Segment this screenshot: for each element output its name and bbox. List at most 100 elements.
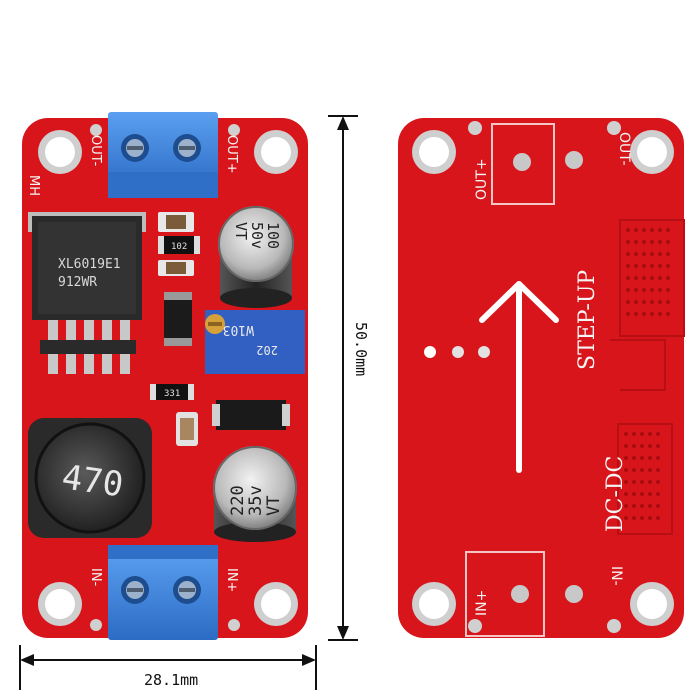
smd-chip [216,400,286,430]
via-dot [648,432,652,436]
via-dot [640,480,644,484]
via-dot [634,252,638,256]
via-dot [632,432,636,436]
back-label-out-minus: OUT- [616,132,632,166]
via-dot [656,444,660,448]
via-dot [648,444,652,448]
back-label-in-plus: IN+ [474,590,490,616]
via-dot [634,276,638,280]
via-dot [650,288,654,292]
via-dot [666,264,670,268]
via-dot [650,276,654,280]
via-dot [634,264,638,268]
via-dot [656,516,660,520]
back-label-step-up: STEP-UP [575,270,600,370]
back-mounting-holes [412,130,674,626]
via-dot [648,480,652,484]
via-dot [666,252,670,256]
via-dot [656,492,660,496]
schottky-diode [164,292,192,346]
back-board: OUT+ OUT- IN+ IN- STEP-UP DC-DC [398,118,685,638]
via-dot [640,468,644,472]
via-dot [666,240,670,244]
via-dot [626,240,630,244]
ic-marking-line2: 912WR [58,275,97,290]
width-dimension-label: 28.1mm [144,671,198,689]
ic-marking-line1: XL6019E1 [58,257,121,272]
via-dot [666,228,670,232]
via-dot [632,492,636,496]
via-dot [624,468,628,472]
cap-bottom-value: 220 [228,485,248,516]
arrow-up-icon [479,281,559,473]
front-label-mh: MH [26,175,41,196]
via-dot [626,264,630,268]
via-dot [656,456,660,460]
via-dot [666,312,670,316]
cap-bottom-voltage: 35v [246,485,266,516]
via-dot [650,228,654,232]
via-dot [634,312,638,316]
via-dot [642,252,646,256]
via-dot [650,240,654,244]
front-label-in-plus: IN+ [224,568,239,592]
via-dot [626,276,630,280]
back-via-grid-bottom [617,423,673,535]
via-dot [658,312,662,316]
resistor-102 [158,236,200,254]
via-dot [632,504,636,508]
via-dot [648,492,652,496]
cap-top-value: 100 [264,222,282,249]
via-dot [626,300,630,304]
trimmer-potentiometer: W103 202 [205,310,305,374]
cap-bottom-brand: VT [264,496,284,516]
via-dot [650,312,654,316]
capacitor-220uf: 220 35v VT [213,446,297,542]
back-via-grid-top [619,219,685,337]
via-dot [634,288,638,292]
via-dot [648,468,652,472]
front-label-out-plus: OUT+ [224,135,239,174]
input-terminal-block [108,545,218,640]
back-label-out-plus: OUT+ [474,158,490,200]
via-dot [624,444,628,448]
via-dot [666,276,670,280]
via-dot [666,288,670,292]
cap-top-voltage: 50v [248,222,266,249]
via-dot [640,444,644,448]
via-dot [642,312,646,316]
via-dot [642,228,646,232]
via-dot [632,444,636,448]
via-dot [634,228,638,232]
inductor-470: 470 [28,418,152,538]
via-dot [658,300,662,304]
via-dot [634,240,638,244]
back-label-in-minus: IN- [608,566,624,586]
via-dot [632,468,636,472]
via-dot [656,432,660,436]
resistor-331 [150,384,194,400]
via-dot [658,276,662,280]
via-dot [642,288,646,292]
via-dot [648,504,652,508]
front-label-out-minus: OUT- [88,135,103,166]
via-dot [626,228,630,232]
output-terminal-block [108,112,218,198]
via-dot [624,456,628,460]
svg-text:202: 202 [256,343,278,357]
via-dot [624,516,628,520]
xl6019-ic: XL6019E1 912WR [28,212,146,374]
via-dot [640,432,644,436]
inductor-label: 470 [59,457,125,505]
via-dot [656,468,660,472]
dimension-annotations [19,115,358,690]
capacitor-100uf: 100 50v VT [218,206,294,308]
height-dimension-label: 50.0mm [352,322,370,376]
via-dot [624,504,628,508]
via-dot [658,288,662,292]
via-dot [626,252,630,256]
via-dot [650,252,654,256]
trimpot-label: W103 [223,322,254,337]
resistor-102-label: 102 [171,242,187,252]
